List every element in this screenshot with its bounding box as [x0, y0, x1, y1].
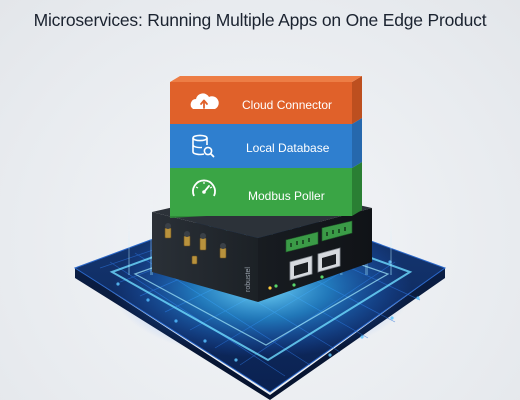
layer-local-database: Local Database: [170, 118, 362, 168]
gauge-icon: [192, 179, 216, 197]
layer-block: [170, 124, 352, 168]
layer-block: [170, 168, 352, 216]
layer-label-local-database: Local Database: [246, 141, 330, 155]
cloud-upload-icon: [190, 93, 219, 109]
microservice-stack: Modbus Poller Local Database: [170, 76, 362, 218]
layer-label-cloud-connector: Cloud Connector: [242, 98, 332, 112]
layer-cloud-connector: Cloud Connector: [170, 76, 362, 124]
ethernet-ports: [268, 247, 341, 290]
device-brand: robustel: [245, 267, 252, 292]
terminal-blocks: [285, 220, 353, 253]
database-search-icon: [192, 134, 215, 158]
layer-label-modbus-poller: Modbus Poller: [248, 189, 325, 203]
page-title: Microservices: Running Multiple Apps on …: [33, 10, 487, 30]
layer-modbus-poller: Modbus Poller: [170, 162, 362, 218]
antenna-connectors: [164, 227, 227, 265]
